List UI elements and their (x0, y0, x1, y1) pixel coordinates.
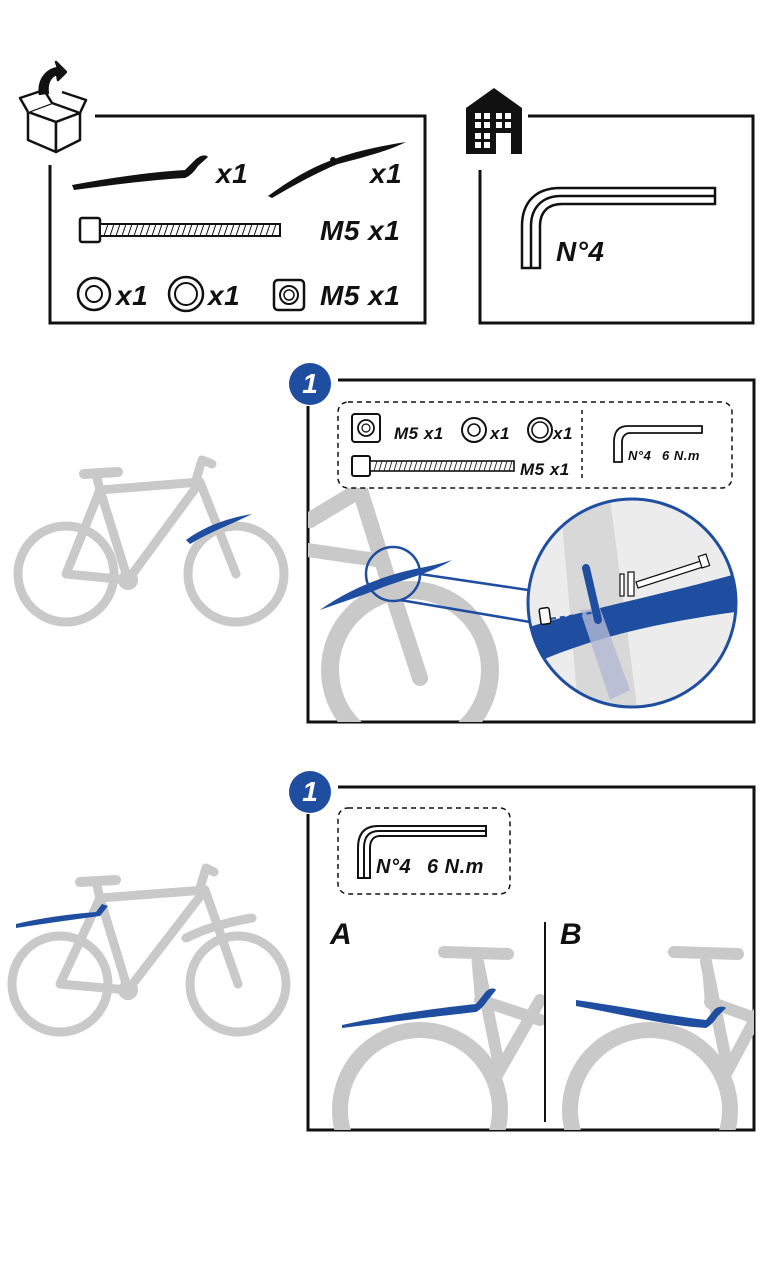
washer-qty: x1 (490, 424, 510, 443)
front-mudguard-highlight (186, 514, 252, 544)
rear-mudguard-position-b (576, 1000, 726, 1028)
nut-part (351, 413, 381, 443)
spacer-qty: x1 (208, 280, 241, 311)
house-icon (466, 88, 522, 154)
front-mudguard-part (268, 142, 406, 198)
contents-panel (18, 60, 427, 325)
nut-label: M5 x1 (320, 280, 401, 311)
wrench-size-label: N°4 (556, 236, 605, 267)
nut-part (272, 278, 306, 312)
bike-front-mudguard-illustration (13, 455, 289, 627)
wrench-size-label: N°4 (628, 448, 652, 463)
wrench-size-label: N°4 (376, 856, 412, 878)
bolt-label: M5 x1 (320, 215, 401, 246)
front-mudguard-qty: x1 (370, 158, 403, 189)
open-box-icon (18, 60, 88, 154)
spacer-part (167, 275, 205, 313)
washer-qty: x1 (116, 280, 149, 311)
option-a-label: A (330, 918, 352, 951)
spacer-qty: x1 (553, 424, 573, 443)
bolt-part (78, 216, 281, 244)
hex-wrench-icon (613, 425, 703, 463)
washer-part (461, 417, 487, 443)
step-rear-panel (306, 785, 756, 1132)
bike-rear-mudguard-illustration (7, 863, 291, 1037)
step-number: 1 (302, 776, 318, 807)
rear-mudguard-part (72, 155, 208, 190)
step-number-badge (289, 771, 331, 813)
nut-label: M5 x1 (394, 424, 444, 443)
step-number-badge (289, 363, 331, 405)
tools-panel (466, 88, 755, 325)
option-b-label: B (560, 918, 582, 951)
washer-part (76, 276, 112, 312)
rear-mudguard-position-a (342, 988, 496, 1028)
torque-label: 6 N.m (427, 856, 484, 878)
rear-mudguard-highlight (16, 904, 108, 928)
bolt-label: M5 x1 (520, 460, 570, 479)
rear-mudguard-qty: x1 (216, 158, 249, 189)
torque-label: 6 N.m (662, 448, 700, 463)
bolt-part (351, 455, 515, 477)
step-front-panel (306, 378, 756, 724)
step-number: 1 (302, 368, 318, 399)
hex-wrench-icon (520, 186, 717, 270)
hex-wrench-icon (357, 825, 487, 879)
spacer-part (527, 417, 553, 443)
